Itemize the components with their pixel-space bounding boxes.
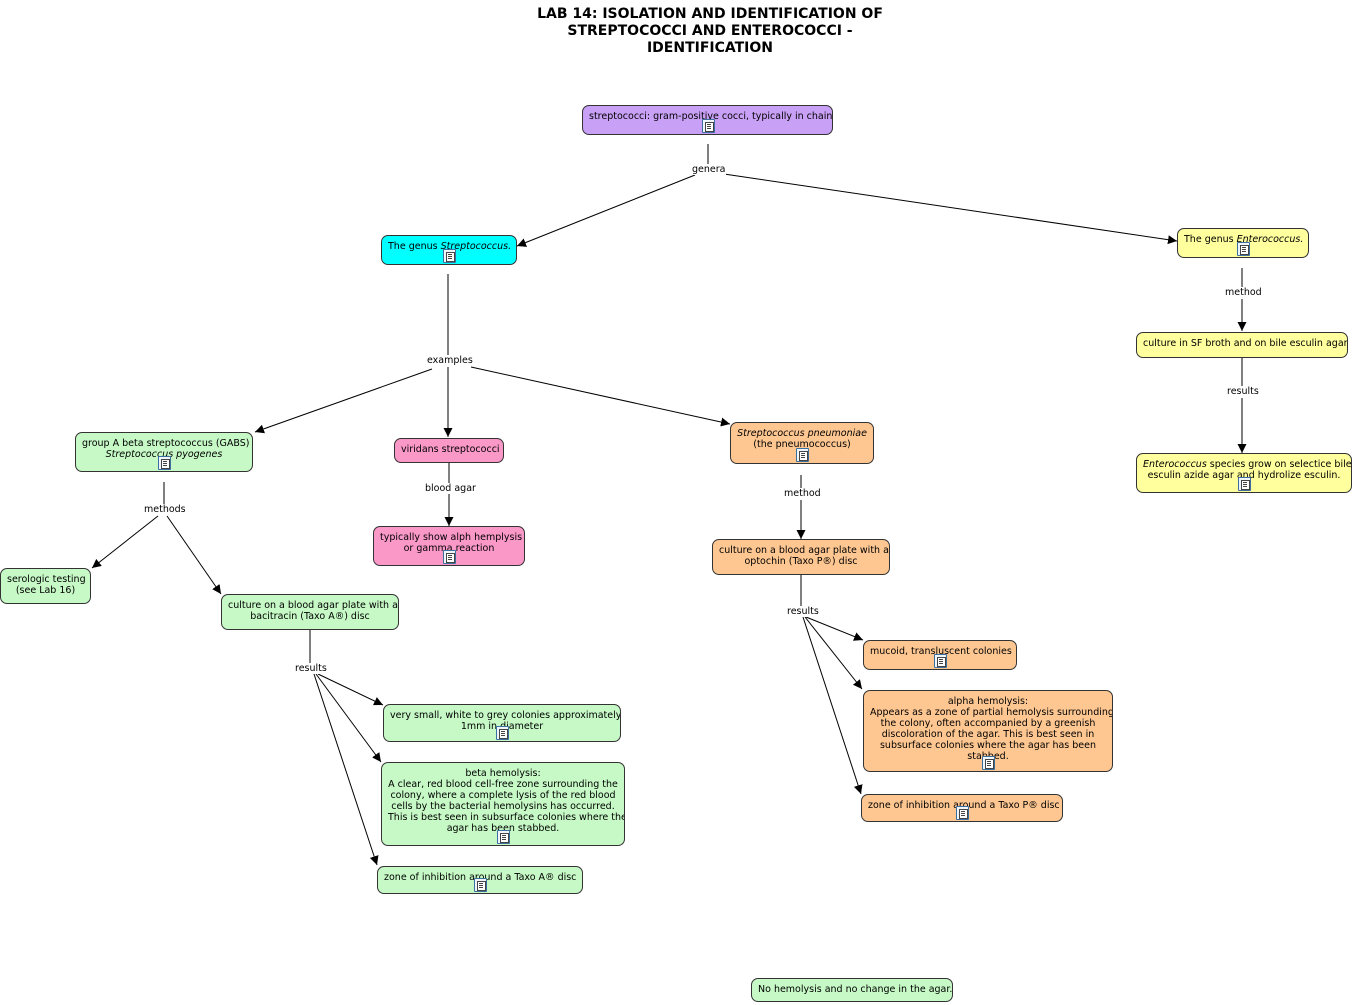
- concept-node-gabs[interactable]: group A beta streptococcus (GABS) Strept…: [75, 432, 253, 472]
- document-icon[interactable]: [796, 448, 809, 462]
- node-label: The genus Streptococcus.: [388, 241, 512, 252]
- node-label: A clear, red blood cell-free zone surrou…: [388, 779, 618, 790]
- map-title: LAB 14: ISOLATION AND IDENTIFICATION OF …: [460, 6, 960, 57]
- link-label-method: method: [1224, 287, 1263, 298]
- node-label: discoloration of the agar. This is best …: [881, 729, 1095, 740]
- node-label: subsurface colonies where the agar has b…: [879, 740, 1097, 751]
- link-label-examples: examples: [426, 355, 474, 366]
- node-label: (the pneumococcus): [753, 439, 851, 450]
- link-arrow: [802, 616, 863, 795]
- document-icon[interactable]: [1237, 242, 1250, 256]
- concept-node-mucoid-colonies[interactable]: mucoid, transluscent colonies: [863, 640, 1017, 670]
- concept-node-viridans-result[interactable]: typically show alph hemplysis or gamma r…: [373, 526, 525, 566]
- node-label: serologic testing: [7, 574, 86, 585]
- document-icon[interactable]: [474, 878, 487, 892]
- link-label-methods: methods: [143, 504, 187, 515]
- node-label: optochin (Taxo P®) disc: [744, 556, 858, 567]
- document-icon[interactable]: [443, 249, 456, 263]
- concept-node-pneumoniae[interactable]: Streptococcus pneumoniae (the pneumococc…: [730, 422, 874, 464]
- link-arrow: [254, 368, 433, 434]
- node-label: Streptococcus pneumoniae: [737, 428, 867, 439]
- concept-node-taxo-p-zone[interactable]: zone of inhibition around a Taxo P® disc: [861, 794, 1063, 822]
- title-line: LAB 14: ISOLATION AND IDENTIFICATION OF: [537, 6, 883, 22]
- link-arrow: [804, 616, 863, 690]
- link-arrow: [91, 515, 159, 569]
- node-label: mucoid, transluscent colonies: [870, 646, 1012, 657]
- link-label-results: results: [1226, 386, 1260, 397]
- concept-node-entero-result[interactable]: Enterococcus species grow on selectice b…: [1136, 453, 1352, 493]
- document-icon[interactable]: [934, 654, 947, 668]
- concept-node-bacitracin-culture[interactable]: culture on a blood agar plate with a bac…: [221, 594, 399, 630]
- node-label: culture on a blood agar plate with a: [719, 545, 889, 556]
- document-icon[interactable]: [443, 550, 456, 564]
- concept-node-viridans[interactable]: viridans streptococci: [394, 438, 504, 463]
- node-label: cells by the bacterial hemolysins has oc…: [391, 801, 615, 812]
- link-arrow: [805, 616, 864, 641]
- concept-node-entero-culture[interactable]: culture in SF broth and on bile esculin …: [1136, 332, 1348, 358]
- document-icon[interactable]: [496, 726, 509, 740]
- node-label: colony, where a complete lysis of the re…: [390, 790, 616, 801]
- node-label: or gamma reaction: [403, 543, 495, 554]
- node-label: (see Lab 16): [15, 585, 76, 596]
- document-icon[interactable]: [1238, 477, 1251, 491]
- node-label: streptococci: gram-positive cocci, typic…: [589, 111, 833, 122]
- link-arrow: [166, 515, 222, 595]
- link-arrow: [723, 173, 1178, 245]
- link-arrow: [516, 174, 696, 247]
- node-label: viridans streptococci: [401, 444, 500, 455]
- node-label: very small, white to grey colonies appro…: [390, 710, 621, 721]
- node-label: culture on a blood agar plate with a: [228, 600, 398, 611]
- node-label: group A beta streptococcus (GABS): [82, 438, 250, 449]
- node-label: This is best seen in subsurface colonies…: [388, 812, 625, 823]
- document-icon[interactable]: [701, 119, 715, 133]
- document-icon[interactable]: [982, 756, 995, 770]
- link-label-blood-agar: blood agar: [424, 483, 477, 494]
- concept-node-streptococci[interactable]: streptococci: gram-positive cocci, typic…: [582, 105, 833, 135]
- document-icon[interactable]: [956, 806, 969, 820]
- node-label: culture in SF broth and on bile esculin …: [1143, 338, 1348, 349]
- node-label: Enterococcus species grow on selectice b…: [1143, 459, 1352, 470]
- link-arrow: [470, 366, 731, 427]
- link-arrow: [317, 673, 384, 706]
- concept-node-genus-streptococcus[interactable]: The genus Streptococcus.: [381, 235, 517, 265]
- document-icon[interactable]: [158, 456, 171, 470]
- document-icon[interactable]: [497, 830, 510, 844]
- node-label: zone of inhibition around a Taxo A® disc: [384, 872, 577, 883]
- link-label-method: method: [783, 488, 822, 499]
- title-line: STREPTOCOCCI AND ENTEROCOCCI -: [567, 23, 853, 39]
- node-label: Streptococcus pyogenes: [105, 449, 223, 460]
- link-arrow: [313, 673, 379, 866]
- node-label: No hemolysis and no change in the agar.: [758, 984, 953, 995]
- concept-node-serologic-testing[interactable]: serologic testing (see Lab 16): [0, 568, 91, 604]
- link-label-genera: genera: [691, 164, 727, 175]
- concept-node-beta-hemolysis[interactable]: beta hemolysis: A clear, red blood cell-…: [381, 762, 625, 846]
- title-line: IDENTIFICATION: [646, 40, 774, 56]
- node-label: bacitracin (Taxo A®) disc: [250, 611, 370, 622]
- node-label: typically show alph hemplysis: [380, 532, 523, 543]
- node-label: beta hemolysis:: [465, 768, 541, 779]
- node-label: alpha hemolysis:: [947, 696, 1029, 707]
- concept-node-taxo-a-zone[interactable]: zone of inhibition around a Taxo A® disc: [377, 866, 583, 894]
- link-label-results: results: [786, 606, 820, 617]
- node-label: esculin azide agar and hydrolize esculin…: [1147, 470, 1341, 481]
- link-label-results: results: [294, 663, 328, 674]
- node-label: the colony, often accompanied by a green…: [880, 718, 1096, 729]
- link-arrow: [315, 673, 382, 763]
- concept-node-alpha-hemolysis[interactable]: alpha hemolysis: Appears as a zone of pa…: [863, 690, 1113, 772]
- node-label: agar has been stabbed.: [446, 823, 560, 834]
- concept-node-optochin-culture[interactable]: culture on a blood agar plate with a opt…: [712, 539, 890, 575]
- concept-node-small-colonies[interactable]: very small, white to grey colonies appro…: [383, 704, 621, 742]
- node-label: zone of inhibition around a Taxo P® disc: [868, 800, 1060, 811]
- node-label: The genus Enterococcus.: [1184, 234, 1304, 245]
- concept-node-no-hemolysis[interactable]: No hemolysis and no change in the agar.: [751, 978, 953, 1002]
- node-label: Appears as a zone of partial hemolysis s…: [870, 707, 1113, 718]
- concept-node-genus-enterococcus[interactable]: The genus Enterococcus.: [1177, 228, 1309, 258]
